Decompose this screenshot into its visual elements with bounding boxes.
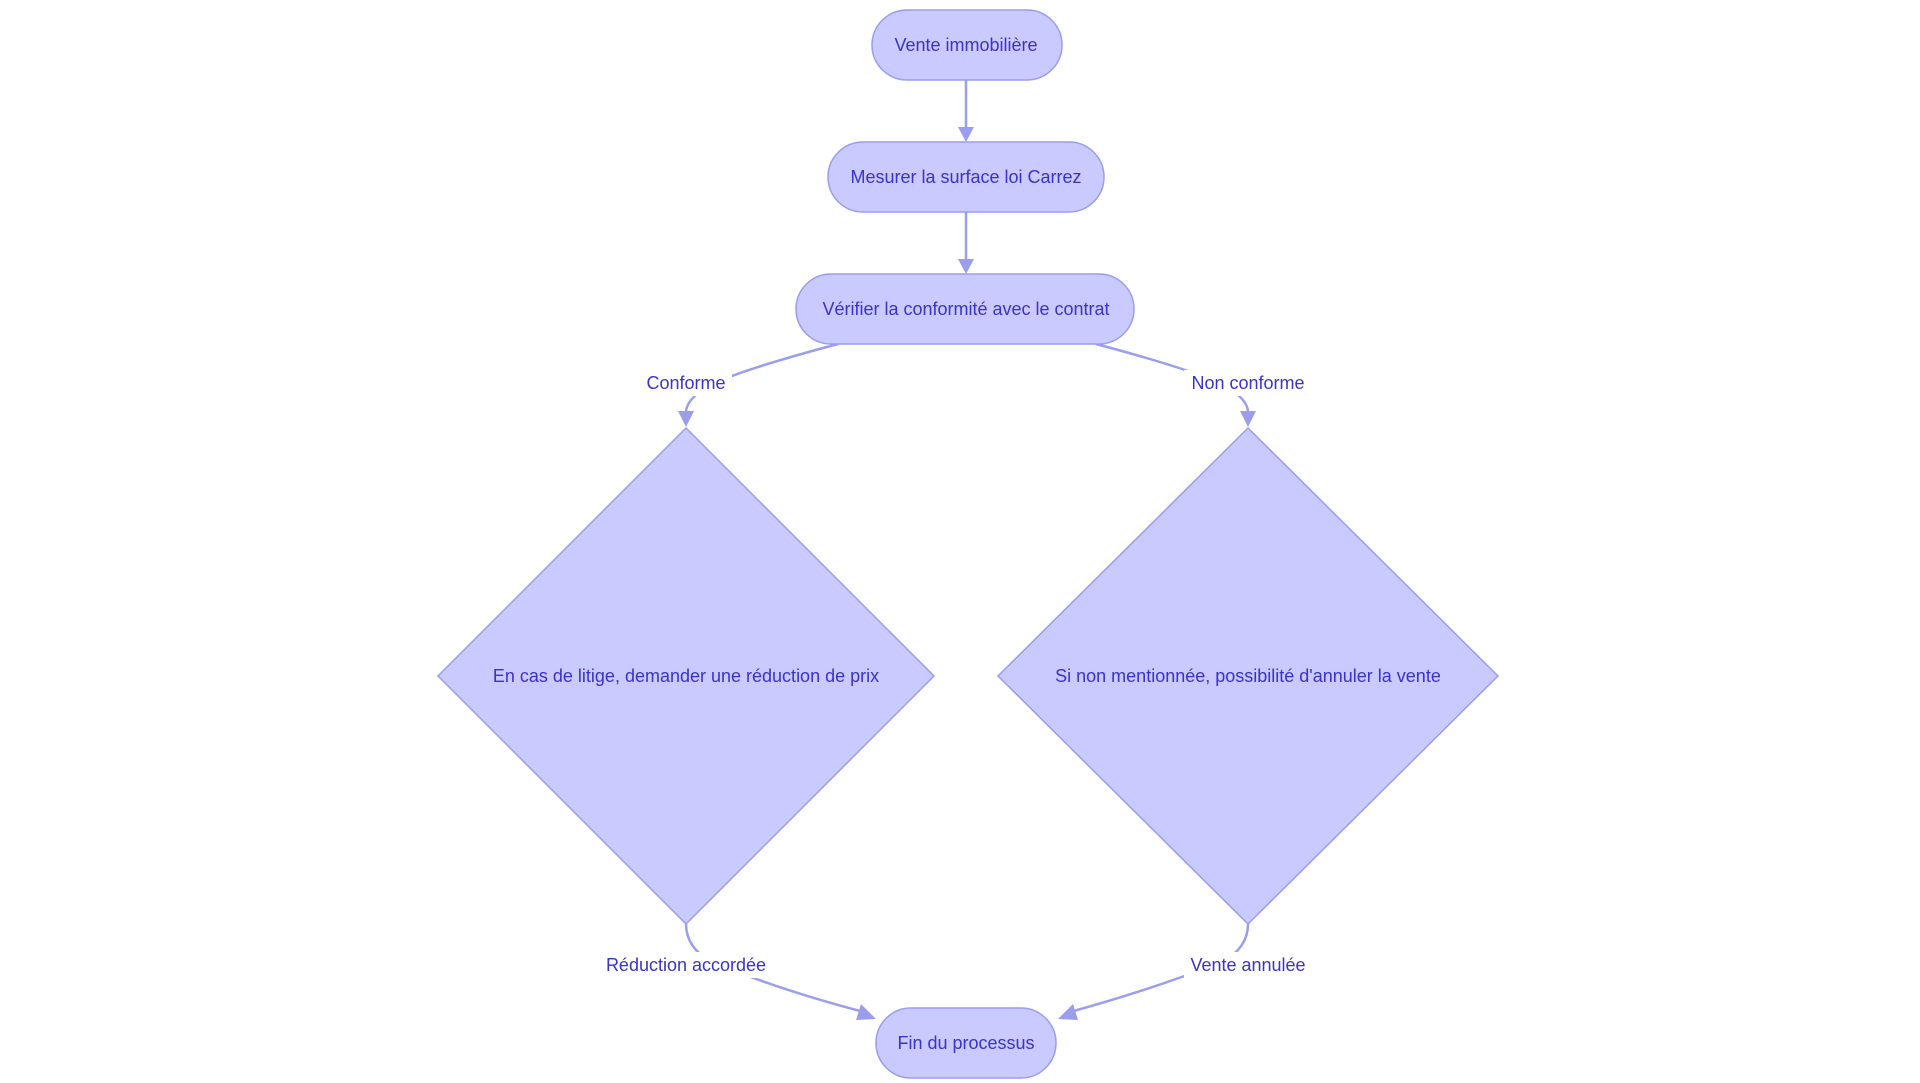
- node-cancel-label: Si non mentionnée, possibilité d'annuler…: [1055, 666, 1441, 686]
- node-measure-shape: [827, 141, 1105, 213]
- node-cancel: Si non mentionnée, possibilité d'annuler…: [996, 426, 1500, 926]
- node-cancel-shape: [996, 426, 1500, 926]
- arrow-head-end-right: [1058, 1004, 1078, 1020]
- edge-label-bg-non-conforme: [1184, 370, 1312, 396]
- node-start: Vente immobilière: [871, 9, 1063, 81]
- node-dispute-label: En cas de litige, demander une réduction…: [493, 666, 879, 686]
- arrow-head-verify: [958, 259, 974, 274]
- node-dispute-shape: [436, 426, 936, 926]
- node-measure-label: Mesurer la surface loi Carrez: [850, 167, 1081, 187]
- node-end-shape: [875, 1007, 1057, 1079]
- node-start-label: Vente immobilière: [894, 35, 1037, 55]
- edge-labels: Conforme Non conforme Réduction accordée…: [598, 370, 1312, 978]
- node-end-label: Fin du processus: [897, 1033, 1034, 1053]
- edge-label-conforme: Conforme: [646, 373, 725, 393]
- node-measure: Mesurer la surface loi Carrez: [827, 141, 1105, 213]
- node-dispute: En cas de litige, demander une réduction…: [436, 426, 936, 926]
- node-verify-shape: [795, 273, 1135, 345]
- edge-label-annulee: Vente annulée: [1190, 955, 1305, 975]
- node-verify: Vérifier la conformité avec le contrat: [795, 273, 1135, 345]
- edge-label-bg-annulee: [1184, 952, 1312, 978]
- node-start-shape: [871, 9, 1063, 81]
- arrow-head-measure: [958, 127, 974, 142]
- edge-label-non-conforme: Non conforme: [1191, 373, 1304, 393]
- arrow-head-end-left: [856, 1004, 876, 1020]
- node-verify-label: Vérifier la conformité avec le contrat: [822, 299, 1109, 319]
- edge-label-bg-conforme: [640, 370, 732, 396]
- edge-label-reduction: Réduction accordée: [606, 955, 766, 975]
- arrow-head-dispute: [678, 411, 694, 427]
- node-end: Fin du processus: [875, 1007, 1057, 1079]
- edge-label-bg-reduction: [598, 952, 774, 978]
- arrow-head-cancel: [1240, 411, 1256, 427]
